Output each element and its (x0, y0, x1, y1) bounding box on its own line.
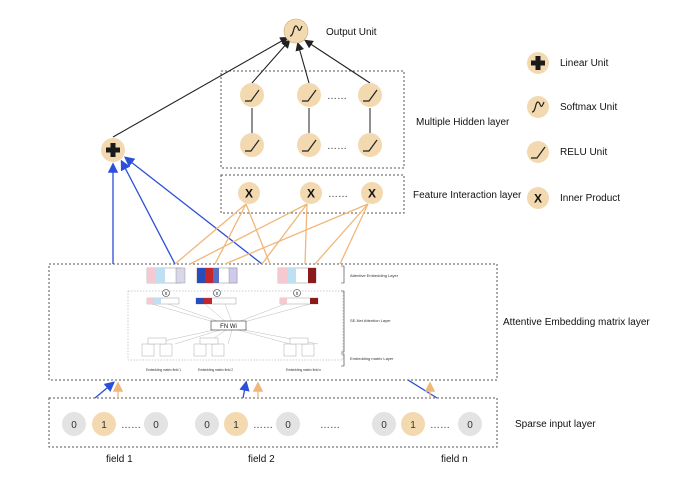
svg-text:X: X (368, 187, 376, 201)
embedding-matrix-layer-label: Embedding matrix Layer (350, 356, 394, 361)
relu-node (240, 83, 264, 107)
svg-text:x: x (165, 291, 168, 297)
legend-inner-product-icon: X (527, 187, 549, 209)
svg-text:x: x (296, 291, 299, 297)
svg-text:X: X (534, 192, 542, 206)
relu-node (358, 83, 382, 107)
interaction-ellipsis: …… (328, 189, 348, 200)
relu-node (297, 133, 321, 157)
input-node-1: 1 (401, 412, 425, 436)
relu-node (297, 83, 321, 107)
relu-node (240, 133, 264, 157)
inner-product-node: X (361, 182, 383, 204)
svg-text:X: X (307, 187, 315, 201)
svg-text:1: 1 (410, 420, 416, 431)
input-node-0: 0 (195, 412, 219, 436)
legend-relu-label: RELU Unit (560, 147, 607, 158)
fieldn-label: field n (441, 454, 468, 465)
svg-text:0: 0 (71, 420, 77, 431)
input-ellipsis: …… (430, 420, 450, 431)
legend-linear-label: Linear Unit (560, 58, 609, 69)
inner-product-node: X (300, 182, 322, 204)
legend-relu-icon (527, 141, 549, 163)
sparse-input-box (48, 397, 498, 448)
svg-text:1: 1 (101, 420, 107, 431)
attentive-embedding-inner: Attentive Embedding Layer x x x (127, 265, 399, 372)
input-node-0: 0 (372, 412, 396, 436)
input-ellipsis: …… (253, 420, 273, 431)
attentive-embedding-box (48, 263, 498, 381)
se-net-attention-label: SE-Net Attention Layer (350, 318, 391, 323)
svg-text:x: x (216, 291, 219, 297)
relu-node (358, 133, 382, 157)
svg-text:0: 0 (153, 420, 159, 431)
input-node-0: 0 (458, 412, 482, 436)
field1-label: field 1 (106, 454, 133, 465)
embedding-fieldn-label: Embedding matrix field n (286, 368, 321, 372)
legend-inner-product-label: Inner Product (560, 193, 620, 204)
svg-text:0: 0 (467, 420, 473, 431)
hidden-row1-ellipsis: …… (327, 91, 347, 102)
input-node-0: 0 (276, 412, 300, 436)
sparse-input-label: Sparse input layer (515, 419, 596, 430)
attentive-embedding-matrix-label: Attentive Embedding matrix layer (503, 317, 650, 328)
output-unit-node (283, 18, 309, 44)
svg-text:1: 1 (233, 420, 239, 431)
hidden-row2-ellipsis: …… (327, 141, 347, 152)
attentive-embedding-layer-label: Attentive Embedding Layer (350, 273, 399, 278)
svg-text:0: 0 (381, 420, 387, 431)
output-unit-label: Output Unit (326, 27, 377, 38)
embedding-field1-label: Embedding matrix field 1 (146, 368, 181, 372)
fn-wi-label: FN Wi (220, 324, 237, 330)
hidden-to-interaction-lines (251, 108, 371, 133)
multiple-hidden-layer-label: Multiple Hidden layer (416, 117, 510, 128)
linear-unit-node (101, 138, 125, 162)
input-ellipsis: …… (121, 420, 141, 431)
feature-interaction-box (220, 174, 405, 214)
legend-softmax-icon (527, 96, 549, 118)
svg-text:0: 0 (204, 420, 210, 431)
input-node-1: 1 (92, 412, 116, 436)
legend-softmax-label: Softmax Unit (560, 102, 617, 113)
feature-interaction-label: Feature Interaction layer (413, 190, 522, 201)
svg-text:0: 0 (285, 420, 291, 431)
legend: Linear Unit Softmax Unit RELU Unit X Inn… (527, 52, 620, 209)
embedding-field2-label: Embedding matrix field 2 (198, 368, 233, 372)
fields-ellipsis: …… (320, 420, 340, 431)
svg-text:X: X (245, 187, 253, 201)
field2-label: field 2 (248, 454, 275, 465)
inner-product-node: X (238, 182, 260, 204)
legend-linear-icon (527, 52, 549, 74)
input-node-0: 0 (144, 412, 168, 436)
input-node-1: 1 (224, 412, 248, 436)
input-node-0: 0 (62, 412, 86, 436)
